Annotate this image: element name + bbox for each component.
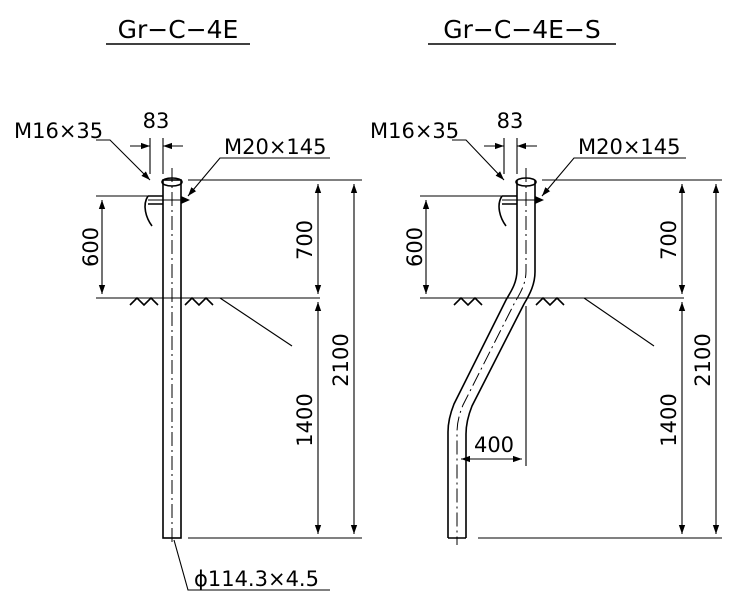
bracket xyxy=(144,195,163,227)
drawing-title: Gr−C−4E−S xyxy=(443,15,601,44)
drawing-title: Gr−C−4E xyxy=(118,15,239,44)
bolt-side-label: M20×145 xyxy=(578,135,681,159)
ground-leader xyxy=(219,297,293,347)
pipe-spec-leader xyxy=(173,539,330,591)
bolt-top-leader xyxy=(452,139,505,181)
lower-dim-label: 1400 xyxy=(657,393,681,446)
ground-hatch-right xyxy=(535,296,565,307)
bolt-head xyxy=(535,196,544,204)
drawing-gr-c-4e: Gr−C−4E M16×35 M20×145 83 600 xyxy=(14,15,362,591)
embed-dim-label: 600 xyxy=(79,227,103,267)
ground-hatch-left xyxy=(453,296,483,307)
ground-hatch-left xyxy=(129,296,159,307)
total-dim-label: 2100 xyxy=(329,333,353,386)
bolt-head xyxy=(181,196,190,204)
pipe-outer-right xyxy=(465,180,536,538)
ground-hatch-right xyxy=(184,296,214,307)
bracket xyxy=(498,195,517,227)
lower-dim-label: 1400 xyxy=(293,393,317,446)
bolt-top-leader xyxy=(96,139,151,181)
bolt-side-leader xyxy=(187,157,330,197)
ground-leader xyxy=(583,297,655,347)
upper-dim-label: 700 xyxy=(293,220,317,260)
pipe-centerline xyxy=(456,168,527,545)
width-dim-label: 83 xyxy=(143,109,170,133)
bolt-top-label: M16×35 xyxy=(370,119,459,143)
pipe-spec-label: ϕ114.3×4.5 xyxy=(194,567,319,591)
bolt-side-leader xyxy=(541,157,686,197)
embed-dim-label: 600 xyxy=(403,227,427,267)
bolt-top-label: M16×35 xyxy=(14,119,103,143)
pipe-cap xyxy=(161,177,183,187)
pipe-cap xyxy=(515,177,537,187)
offset-dim-label: 400 xyxy=(474,433,514,457)
pipe-outer-left xyxy=(447,180,518,538)
drawing-gr-c-4e-s: Gr−C−4E−S M16×35 M20×145 83 600 xyxy=(370,15,722,545)
upper-dim-label: 700 xyxy=(657,220,681,260)
bolt-side-label: M20×145 xyxy=(224,135,327,159)
total-dim-label: 2100 xyxy=(691,333,715,386)
width-dim-label: 83 xyxy=(497,109,524,133)
